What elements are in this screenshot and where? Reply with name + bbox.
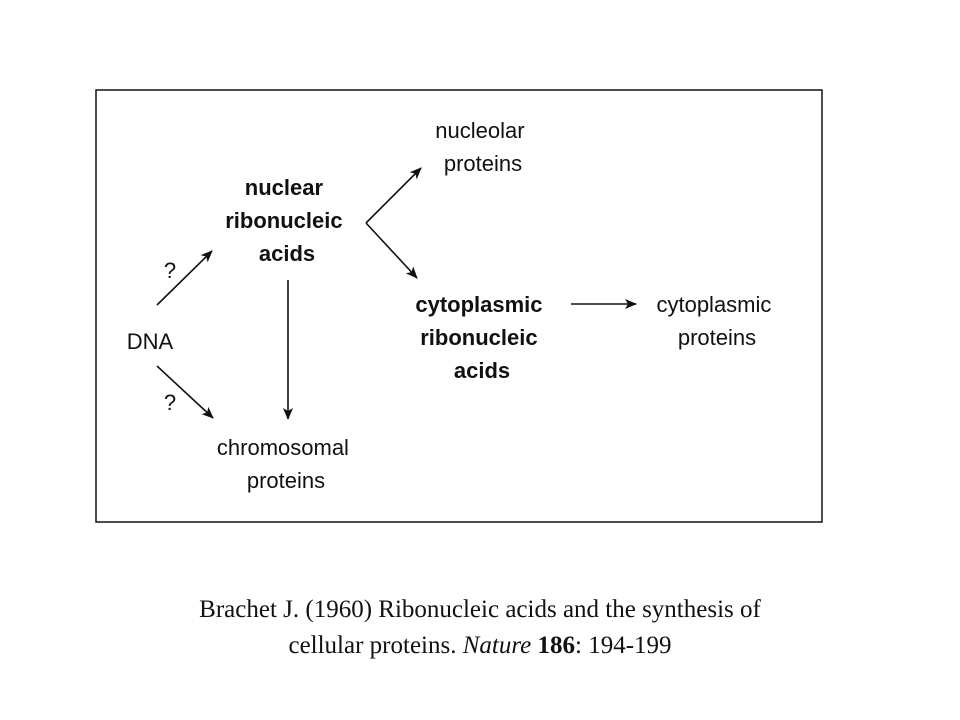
node-chromosomal-proteins: chromosomal proteins	[217, 435, 355, 493]
node-chromosomal-proteins-line: proteins	[247, 468, 325, 493]
citation-line-1: Brachet J. (1960) Ribonucleic acids and …	[199, 596, 761, 623]
node-cytoplasmic-proteins: cytoplasmic proteins	[656, 292, 777, 350]
arrow-nuclear-rna-to-cytoplasmic-rna	[365, 222, 418, 279]
node-nucleolar-proteins-line: nucleolar	[435, 118, 524, 143]
arrow-nuclear-rna-to-nucleolar-proteins	[365, 167, 422, 224]
node-chromosomal-proteins-line: chromosomal	[217, 435, 349, 460]
citation-title-end: cellular proteins.	[288, 632, 463, 659]
citation-line-2: cellular proteins. Nature 186: 194-199	[80, 628, 880, 664]
arrow-dna-to-chromosomal-proteins	[156, 365, 214, 419]
node-cytoplasmic-proteins-line: proteins	[678, 325, 756, 350]
citation-caption: Brachet J. (1960) Ribonucleic acids and …	[80, 592, 880, 664]
node-cytoplasmic-rna-line: acids	[454, 358, 510, 383]
node-cytoplasmic-proteins-line: cytoplasmic	[656, 292, 771, 317]
node-cytoplasmic-rna-line: ribonucleic	[420, 325, 537, 350]
node-nucleolar-proteins-line: proteins	[444, 151, 522, 176]
node-nuclear-rna-line: ribonucleic	[225, 208, 342, 233]
node-nuclear-rna-line: nuclear	[245, 175, 324, 200]
node-cytoplasmic-rna-line: cytoplasmic	[415, 292, 542, 317]
citation-pages: : 194-199	[575, 632, 672, 659]
citation-journal: Nature	[462, 632, 532, 659]
arrow-label-question-lower: ?	[164, 390, 176, 415]
arrow-label-question-upper: ?	[164, 258, 176, 283]
diagram-frame	[95, 89, 823, 523]
arrow-dna-to-nuclear-rna	[156, 250, 213, 306]
node-nuclear-rna-line: acids	[259, 241, 315, 266]
citation-volume: 186	[537, 632, 576, 659]
node-nucleolar-proteins: nucleolar proteins	[435, 118, 530, 176]
node-cytoplasmic-rna: cytoplasmic ribonucleic acids	[415, 292, 548, 383]
node-nuclear-rna: nuclear ribonucleic acids	[225, 175, 348, 266]
node-dna-line: DNA	[127, 329, 174, 354]
node-dna: DNA	[127, 329, 174, 354]
